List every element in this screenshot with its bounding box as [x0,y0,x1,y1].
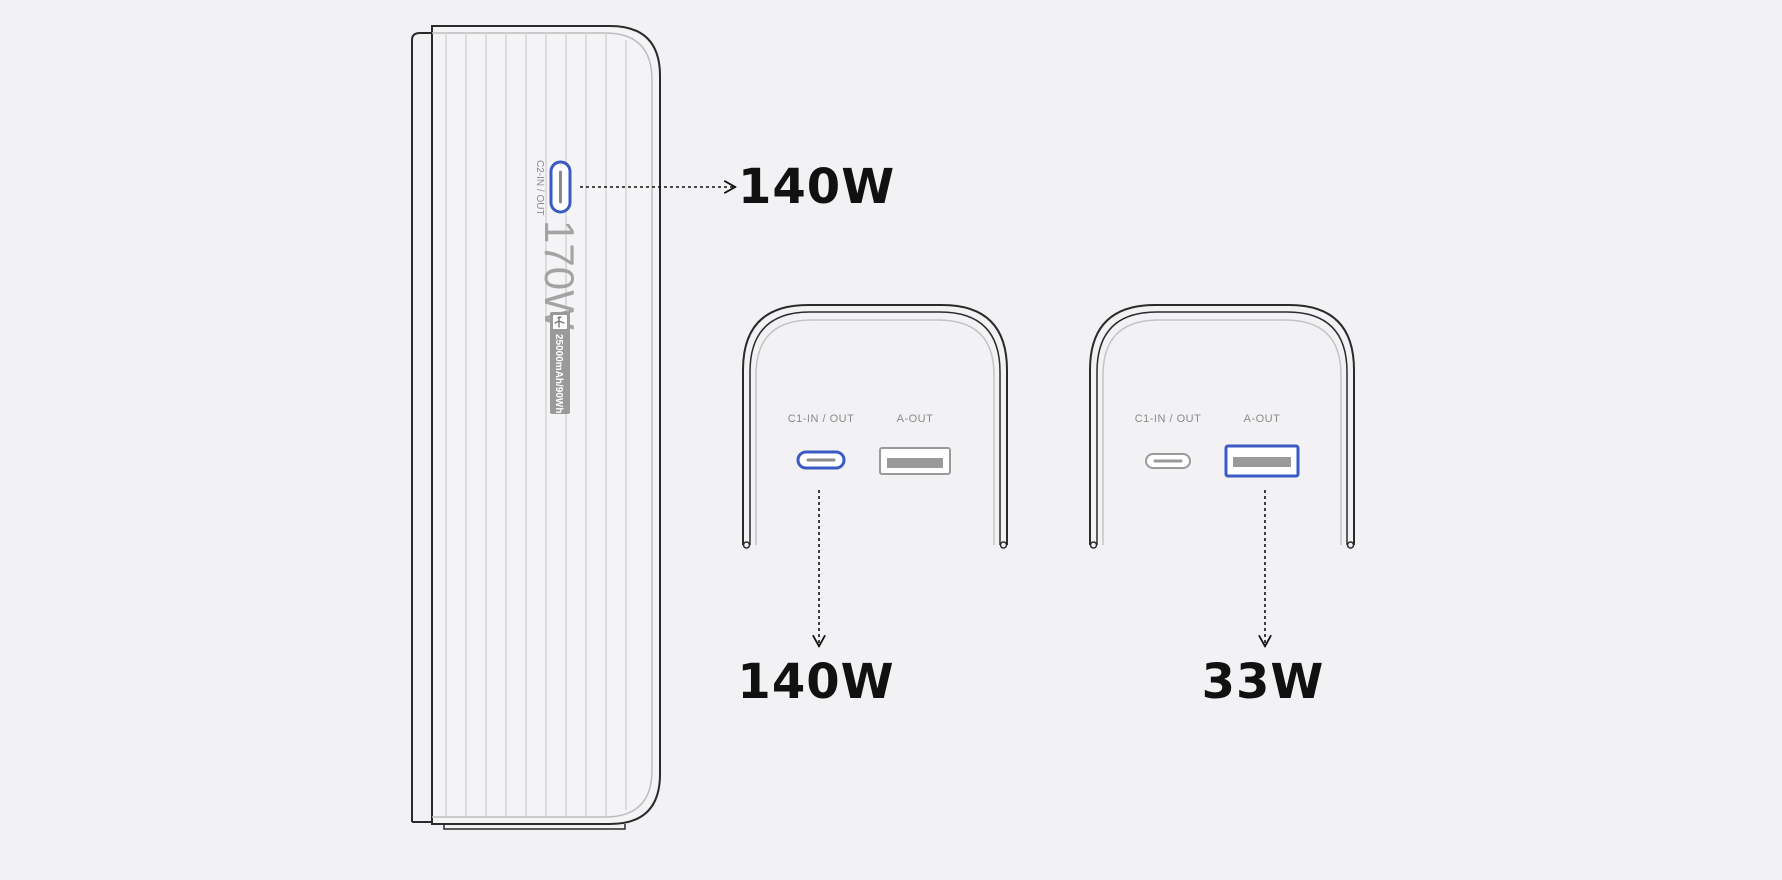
c2-output-label: 140W [738,159,895,215]
a-port-label: A-OUT [897,413,934,425]
c2-port-label: C2-IN / OUT [534,160,545,216]
wattage-print: 170W [536,220,583,330]
c1-output-label: 140W [737,654,894,710]
end-view-c1: C1-IN / OUT A-OUT 140W [737,304,1008,710]
power-bank-side-view: C2-IN / OUT 170W 25000mAh/90Wh 140W [411,25,895,830]
end-view-a: C1-IN / OUT A-OUT 33W [1089,304,1355,710]
c1-port-label: C1-IN / OUT [1135,413,1202,425]
c1-port-label: C1-IN / OUT [788,413,855,425]
capacity-badge [550,312,570,414]
capacity-badge-text: 25000mAh/90Wh [553,334,564,413]
a-output-label: 33W [1202,654,1325,710]
a-port-label: A-OUT [1244,413,1281,425]
airplane-icon [554,316,565,328]
